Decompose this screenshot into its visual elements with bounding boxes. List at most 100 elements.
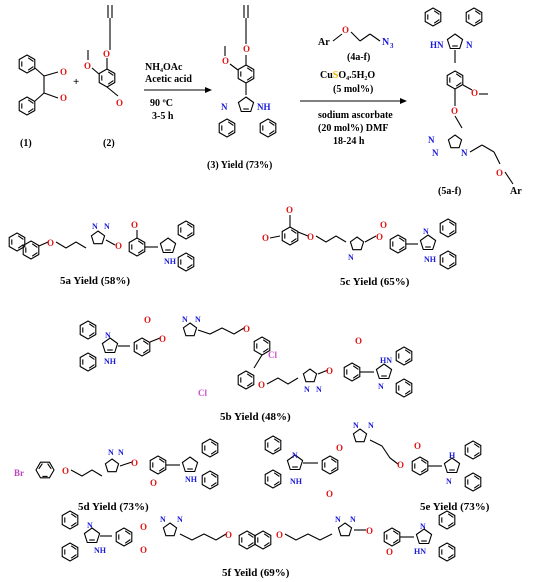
compound-1-label: (1) [20, 138, 32, 149]
nh-label: NH [290, 477, 303, 486]
step1-time: 3-5 h [152, 111, 174, 122]
nitrogen-label: N [466, 40, 473, 50]
oxygen-label: O [225, 530, 232, 540]
oxygen-label: O [116, 98, 123, 108]
compound-5c-label: 5c Yield (65%) [340, 276, 410, 288]
nh-label: NH [424, 255, 437, 264]
nh-label: NH [164, 257, 177, 266]
oxygen-label: O [397, 460, 404, 470]
oxygen-label: O [496, 168, 503, 178]
oxygen-label: O [451, 106, 458, 116]
compound-5b-structure: N NH O O N N O Cl Cl O N N O O HN N [79, 315, 413, 398]
nitrogen-label: N [108, 448, 114, 457]
nitrogen-label: N [316, 385, 322, 394]
oxygen-label: O [115, 241, 122, 251]
oxygen-label: O [47, 238, 54, 248]
nh-label: NH [94, 546, 107, 555]
nitrogen-label: N [221, 102, 228, 112]
nitrogen-label: N [87, 521, 93, 530]
oxygen-label: O [336, 443, 343, 453]
step2-reductant: sodium ascorbate [318, 110, 393, 121]
plus-sign: + [73, 76, 79, 88]
compound-5f-structure: N NH O O N N O O N N O O N HN [61, 510, 456, 562]
oxygen-label: O [60, 93, 67, 103]
oxygen-label: O [286, 205, 293, 215]
h-label: H [449, 451, 456, 460]
azide-4-structure: Ar O N 3 [318, 25, 394, 50]
nitrogen-label: N [420, 522, 426, 531]
nitrogen-label: N [348, 253, 354, 262]
oxygen-label: O [144, 315, 151, 325]
oxygen-label: O [376, 232, 383, 242]
nitrogen-label: N [118, 448, 124, 457]
compound-5d-label: 5d Yield (73%) [78, 501, 149, 513]
compound-1-structure: O O [18, 54, 67, 116]
nitrogen-label: N [182, 315, 188, 324]
nitrogen-label: N [105, 331, 111, 340]
azide-n: N [382, 37, 390, 48]
oxygen-label: O [258, 380, 265, 390]
nitrogen-label: N [350, 515, 356, 524]
compound-5e-label: 5e Yield (73%) [420, 501, 490, 513]
nitrogen-label: N [195, 315, 201, 324]
azide-oxygen: O [342, 25, 349, 35]
oxygen-label: O [159, 334, 166, 344]
nitrogen-label: N [92, 222, 98, 231]
step2-catalyst-loading: (5 mol%) [333, 84, 373, 95]
nitrogen-label: N [292, 451, 298, 460]
oxygen-label: O [243, 324, 250, 334]
product-5-label: (5a-f) [438, 186, 461, 197]
nitrogen-label: N [335, 515, 341, 524]
oxygen-label: O [131, 220, 138, 230]
step2-solvent: (20 mol%) DMF [318, 123, 389, 134]
oxygen-label: O [366, 526, 373, 536]
compound-5f-label: 5f Yeild (69%) [222, 567, 290, 579]
compound-5d-structure: Br O N N O O NH [14, 438, 219, 490]
product-ar: Ar [510, 186, 522, 197]
oxygen-label: O [60, 67, 67, 77]
nh-label: NH [257, 102, 271, 112]
oxygen-label: O [326, 366, 333, 376]
step2-time: 18-24 h [333, 136, 365, 147]
oxygen-label: O [140, 545, 147, 555]
nitrogen-label: N [378, 382, 384, 391]
compound-5e-structure: N NH O O N N O O H N [264, 421, 482, 499]
nitrogen-label: N [461, 148, 468, 158]
oxygen-label: O [62, 466, 69, 476]
oxygen-label: O [355, 336, 362, 346]
compound-2-label: (2) [103, 138, 115, 149]
compound-5a-label: 5a Yield (58%) [60, 275, 130, 287]
oxygen-label: O [276, 530, 283, 540]
oxygen-label: O [84, 61, 91, 71]
oxygen-label: O [471, 88, 478, 98]
product-5-structure: HN N O O N N N O Ar [424, 7, 522, 197]
oxygen-label: O [222, 56, 229, 66]
nitrogen-label: N [428, 135, 435, 145]
step1-temperature: 90 ºC [150, 98, 173, 109]
oxygen-label: O [243, 44, 250, 54]
nh-label: NH [104, 357, 117, 366]
nitrogen-label: N [177, 515, 183, 524]
compound-5a-structure: O N N O O NH [8, 220, 195, 272]
bromine-label: Br [14, 468, 24, 478]
nitrogen-label: N [104, 222, 110, 231]
compound-5b-label: 5b Yield (48%) [220, 411, 291, 423]
oxygen-label: O [380, 220, 387, 230]
compound-5c-structure: O O O N O O N NH [262, 205, 457, 270]
nitrogen-label: N [446, 477, 452, 486]
nh-label: NH [185, 475, 198, 484]
oxygen-label: O [326, 489, 333, 499]
chlorine-label: Cl [198, 388, 207, 398]
copper-symbol: Cu [320, 70, 333, 81]
oxygen-label: O [140, 522, 147, 532]
compound-3-label: (3) Yield (73%) [207, 160, 272, 171]
hn-label: HN [380, 356, 392, 365]
step2-catalyst: CuSO₄.5H₂O [320, 70, 375, 81]
nitrogen-label: N [160, 515, 166, 524]
copper-sulfur: S [333, 70, 339, 81]
step1-solvent: Acetic acid [145, 74, 192, 85]
oxygen-label: O [386, 547, 393, 557]
copper-rest: O₄.5H₂O [338, 70, 375, 81]
